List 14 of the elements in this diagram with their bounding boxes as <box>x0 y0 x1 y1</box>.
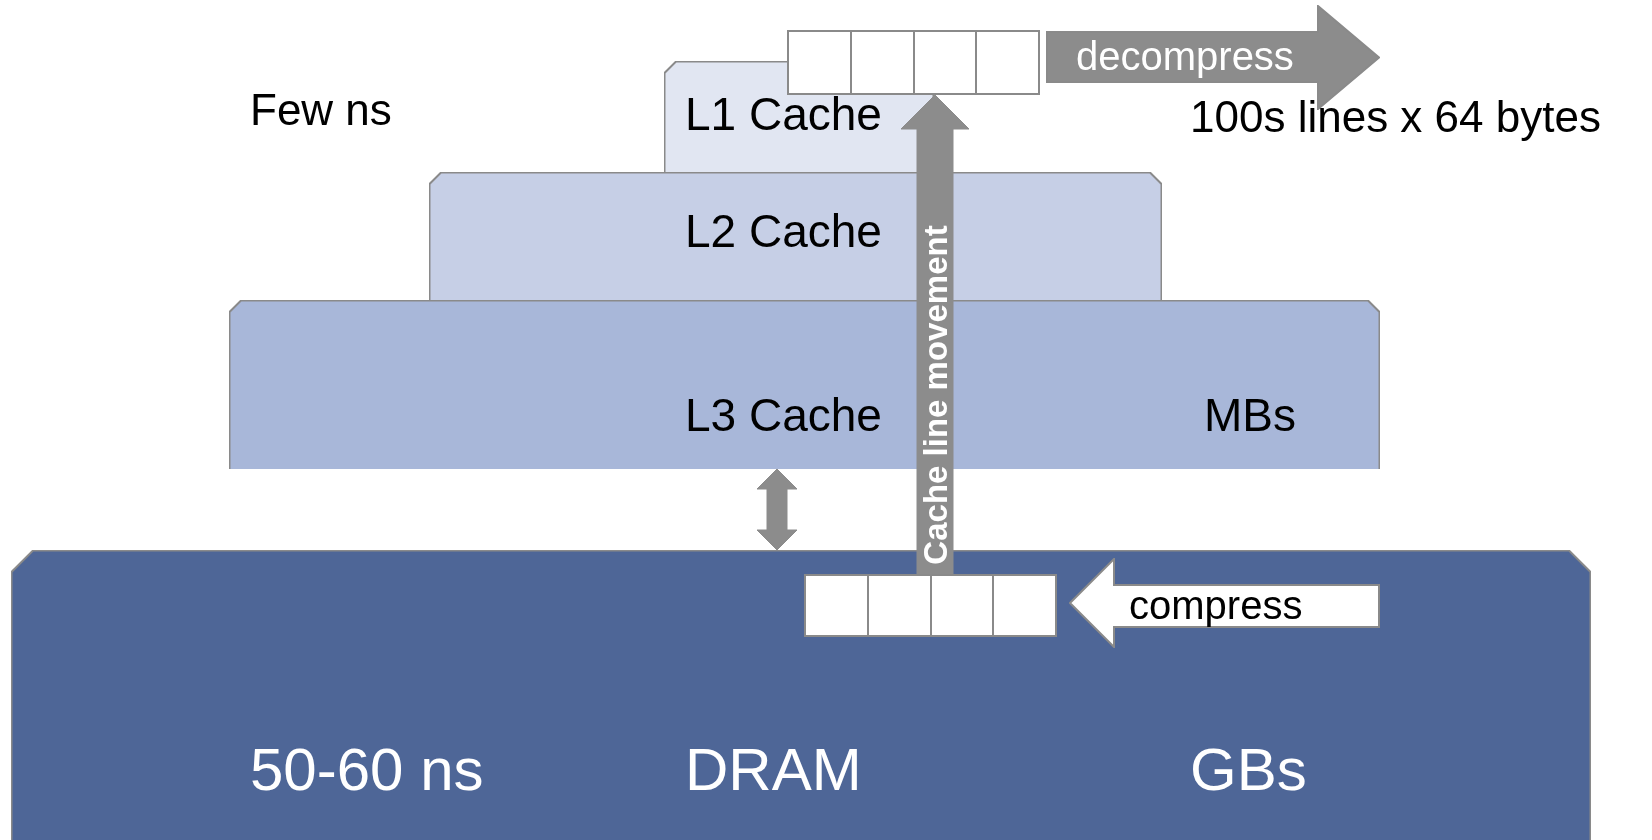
note-label: 100s lines x 64 bytes <box>1190 95 1601 139</box>
arrow-label: compress <box>1129 585 1303 625</box>
block-arrow <box>756 468 798 551</box>
tier-label: MBs <box>1204 392 1296 438</box>
tier-label: DRAM <box>685 740 862 800</box>
tier-label: L2 Cache <box>685 208 882 254</box>
tier-label: L3 Cache <box>685 392 882 438</box>
block-arrow <box>900 94 970 575</box>
tier-label: L1 Cache <box>685 91 882 137</box>
edge-label: Cache line movement <box>918 224 952 565</box>
tier-label: 50-60 ns <box>250 740 484 800</box>
note-label: Few ns <box>250 88 392 132</box>
arrow-label: decompress <box>1076 36 1294 76</box>
tier-label: GBs <box>1190 740 1307 800</box>
